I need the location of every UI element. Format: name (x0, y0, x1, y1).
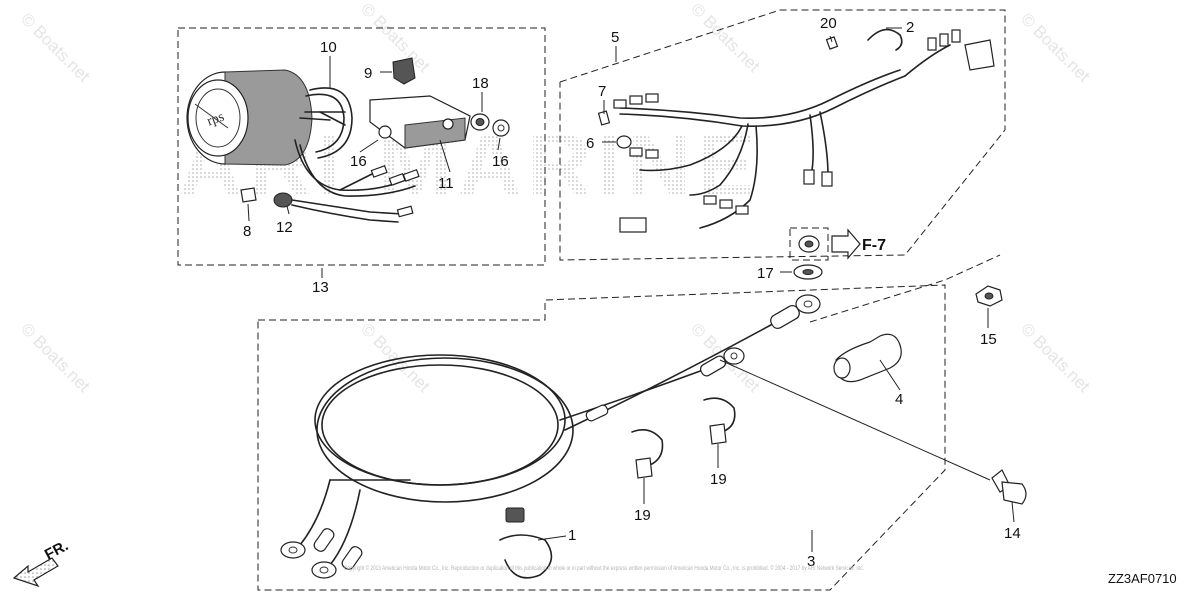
terminal-cover-4 (833, 333, 902, 383)
callout-14: 14 (1004, 525, 1021, 542)
diagram-code: ZZ3AF0710 (1108, 571, 1177, 586)
harness-connectors (613, 29, 995, 233)
nut-15 (975, 285, 1003, 307)
watermark: © Boats.net (687, 0, 764, 76)
front-direction-indicator: FR. (12, 537, 71, 588)
callout-4: 4 (895, 391, 903, 408)
cable-clamp-19-left (631, 429, 664, 479)
watermark: © Boats.net (357, 319, 434, 396)
callout-11: 11 (438, 175, 454, 192)
front-arrow-icon (12, 557, 59, 588)
callout-10: 10 (320, 39, 337, 56)
main-wire-harness (619, 44, 951, 229)
callout-2: 2 (906, 19, 914, 36)
tachometer-meter: rps (186, 69, 331, 166)
f7-reference: F-7 (789, 227, 886, 261)
terminal-20 (825, 36, 839, 50)
leader-lines (247, 27, 1015, 552)
callout-5: 5 (611, 29, 619, 46)
callout-1: 1 (568, 527, 576, 544)
copyright-notice: Copyright © 2013 American Honda Motor Co… (344, 565, 864, 572)
callout-3: 3 (807, 553, 815, 570)
harness-clip-2 (867, 28, 903, 51)
callout-16: 16 (492, 153, 509, 170)
watermark-layer: © Boats.net © Boats.net © Boats.net © Bo… (17, 0, 1094, 396)
cable-eyelets (280, 294, 821, 579)
callout-20: 20 (820, 15, 837, 32)
watermark: © Boats.net (1017, 319, 1094, 396)
watermark: © Boats.net (17, 319, 94, 396)
watermark: © Boats.net (1017, 9, 1094, 86)
bolt-14 (719, 359, 1027, 505)
callout-9: 9 (364, 65, 372, 82)
callout-labels: 10 9 18 16 16 11 8 12 13 5 7 6 20 2 17 4… (243, 15, 1021, 570)
callout-18: 18 (472, 75, 489, 92)
battery-cable-group (257, 284, 946, 591)
reference-label: F-7 (862, 237, 886, 254)
front-direction-label: FR. (42, 537, 71, 563)
meter-terminals (370, 165, 420, 186)
watermark: © Boats.net (17, 9, 94, 86)
callout-8: 8 (243, 223, 251, 240)
bulb-8 (240, 187, 257, 203)
battery-cable (299, 305, 800, 570)
callout-19: 19 (710, 471, 727, 488)
grommet-18 (470, 113, 490, 131)
meter-bracket (369, 95, 471, 149)
callout-6: 6 (586, 135, 594, 152)
main-harness-group (559, 9, 1006, 261)
washer-17 (793, 264, 823, 280)
callout-12: 12 (276, 219, 293, 236)
callout-17: 17 (757, 265, 774, 282)
callout-15: 15 (980, 331, 997, 348)
callout-13: 13 (312, 279, 329, 296)
cable-clamp-19-right (703, 397, 736, 445)
lamp-socket-12 (273, 192, 414, 223)
terminal-7 (597, 110, 611, 126)
callout-19: 19 (634, 507, 651, 524)
callout-7: 7 (598, 83, 606, 100)
callout-16: 16 (350, 153, 367, 170)
washer-16-right (492, 119, 510, 137)
meter-clamp (304, 87, 353, 159)
wire-clip-9 (380, 57, 416, 85)
grommet-6 (616, 135, 632, 149)
meter-kit-group: rps (177, 27, 546, 266)
cable-band-1 (499, 507, 553, 579)
